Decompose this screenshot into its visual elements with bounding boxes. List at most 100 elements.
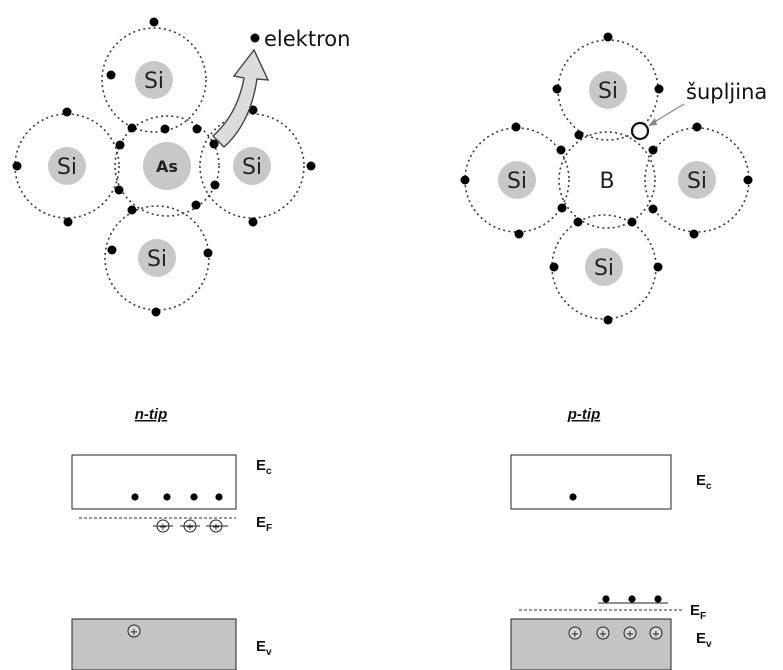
plus-sign: +: [212, 522, 220, 533]
valence-hole: +: [623, 626, 637, 640]
valence-band: [510, 618, 672, 670]
ef-label: EF: [690, 602, 706, 622]
electron-dot: [62, 107, 72, 117]
si-atom: [138, 239, 176, 277]
electron-dot: [250, 33, 260, 43]
electron-dot: [573, 217, 583, 227]
acceptor-electron: [602, 595, 610, 603]
acceptor-electron: [654, 595, 662, 603]
hole-label: šupljina: [686, 80, 767, 104]
electron-dot: [151, 307, 161, 317]
electron-dot: [209, 139, 219, 149]
electron-dot: [12, 161, 22, 171]
donor-ion: +: [153, 519, 173, 533]
n-type-band-diagram: n-tip + + + + Ec EF: [71, 406, 272, 670]
orbit-ring: [558, 131, 656, 229]
si-atom: [498, 161, 536, 199]
ec-label: Ec: [696, 472, 712, 492]
donor-ion: +: [180, 519, 200, 533]
orbit-ring: [114, 115, 220, 217]
valence-electrons: [12, 17, 316, 317]
electron-dot: [127, 205, 137, 215]
p-type-title: p-tip: [567, 406, 600, 423]
donor-ion: +: [206, 519, 228, 533]
conduction-electron: [190, 493, 198, 501]
electron-dot: [192, 124, 202, 134]
conduction-electron: [163, 493, 171, 501]
electron-dot: [127, 123, 137, 133]
electron-dot: [654, 84, 664, 94]
electron-dot: [574, 130, 584, 140]
plus-sign: +: [571, 629, 579, 640]
conduction-electron: [215, 493, 223, 501]
valence-hole: +: [649, 626, 663, 640]
conduction-electron: [131, 493, 139, 501]
valence-hole: +: [596, 626, 610, 640]
valence-hole: +: [568, 626, 582, 640]
conduction-electron: [569, 493, 577, 501]
plus-sign: +: [130, 627, 138, 638]
electron-dot: [648, 145, 658, 155]
electron-dot: [552, 84, 562, 94]
orbit-ring: [101, 27, 207, 133]
si-atom: [48, 147, 86, 185]
si-atom-label: Si: [507, 169, 527, 194]
electron-dot: [743, 175, 753, 185]
acceptor-electron: [628, 595, 636, 603]
electron-dot: [114, 185, 124, 195]
boron-atom-label: B: [599, 169, 614, 194]
electron-dot: [692, 122, 702, 132]
electron-dot: [106, 70, 116, 80]
si-atom-label: Si: [598, 79, 618, 104]
n-type-title: n-tip: [135, 406, 167, 423]
electron-label: elektron: [264, 27, 350, 51]
p-type-band-diagram: p-tip + + + + Ec EF Ev: [510, 406, 712, 670]
p-type-lattice: Si Si Si Si B š: [460, 32, 767, 325]
si-atom: [585, 248, 623, 286]
electron-escape-arrow: [211, 48, 270, 148]
si-atom-label: Si: [687, 169, 707, 194]
electron-dot: [203, 248, 213, 258]
electron-dot: [248, 105, 258, 115]
conduction-band: [510, 454, 672, 510]
arsenic-atom: [143, 142, 191, 190]
valence-electrons: [460, 32, 753, 325]
plus-sign: +: [186, 522, 194, 533]
electron-dot: [549, 262, 559, 272]
n-type-lattice: Si Si Si Si As: [12, 17, 350, 317]
si-atom-label: Si: [144, 69, 164, 94]
electron-dot: [556, 145, 566, 155]
si-atom-label: Si: [242, 155, 262, 180]
electron-dot: [603, 315, 613, 325]
orbit-ring: [104, 205, 210, 311]
electron-dot: [115, 140, 125, 150]
arsenic-atom-label: As: [156, 157, 178, 176]
electron-dot: [248, 217, 258, 227]
si-atom: [233, 147, 271, 185]
valence-band: [71, 618, 237, 670]
si-atom-label: Si: [147, 247, 167, 272]
electron-dot: [160, 124, 170, 134]
ev-label: Ev: [256, 638, 272, 658]
electron-dot: [511, 122, 521, 132]
electron-dot: [191, 200, 201, 210]
ev-label: Ev: [696, 630, 712, 650]
electron-dot: [306, 161, 316, 171]
hole-pointer-arrowhead: [648, 118, 657, 126]
plus-sign: +: [626, 629, 634, 640]
electron-dot: [460, 175, 470, 185]
electron-dot: [149, 17, 159, 27]
electron-dot: [557, 203, 567, 213]
electron-dot: [603, 32, 613, 42]
electron-dot: [648, 204, 658, 214]
conduction-band: [71, 454, 237, 510]
electron-dot: [627, 217, 637, 227]
si-atom: [678, 161, 716, 199]
plus-sign: +: [652, 629, 660, 640]
si-atom-label: Si: [57, 155, 77, 180]
ec-label: Ec: [256, 457, 272, 477]
electron-dot: [107, 245, 117, 255]
electron-dot: [689, 229, 699, 239]
hole-symbol: [630, 121, 650, 141]
valence-hole: +: [127, 624, 141, 638]
